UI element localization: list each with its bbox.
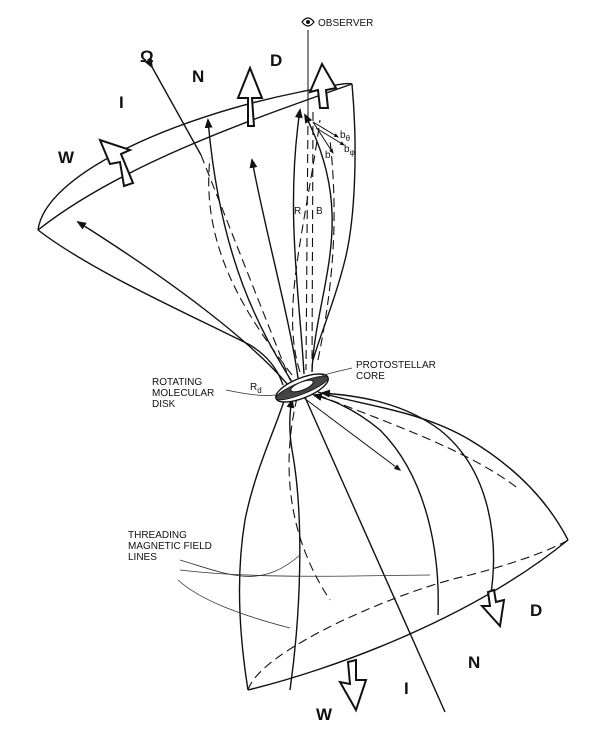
leader-lines [177, 367, 431, 629]
rotating-disk-label: ROTATING MOLECULAR DISK [152, 377, 217, 410]
disk-radius-label: Rd [250, 382, 262, 395]
wind-arrows-bottom [338, 588, 506, 713]
bottom-cone-rim-front [247, 539, 569, 691]
molecular-disk [275, 373, 329, 403]
wind-arrow-icon [479, 588, 506, 629]
rotation-axis [144, 58, 446, 713]
wind-top-letter-n: N [192, 67, 204, 86]
wind-bottom-letter-d: D [530, 601, 542, 620]
wind-arrow-icon [98, 138, 135, 188]
observer-sightline [301, 17, 315, 371]
top-cone-rim-front [37, 83, 353, 231]
wind-bottom-letter-w: W [316, 705, 333, 724]
field-vector-components [312, 121, 345, 154]
wind-top-letter-d: D [270, 51, 282, 70]
top-field-lines-hidden [208, 119, 335, 376]
b-field-label: B [316, 206, 323, 217]
axis-bottom-solid [303, 394, 446, 713]
b-theta-label: bθ [340, 130, 351, 143]
bottom-field-lines-hidden [288, 394, 521, 601]
b-phi-label: bφ [344, 144, 355, 157]
observer-label: OBSERVER [318, 18, 373, 29]
wind-arrow-icon [308, 61, 338, 109]
axis-top-solid [144, 58, 202, 156]
r-label: R [294, 206, 301, 217]
top-cone-rim-back [37, 82, 353, 231]
wind-arrows-top [98, 61, 338, 188]
bottom-cone [238, 391, 569, 691]
top-field-lines [76, 108, 333, 386]
omega-label: Ω [140, 47, 154, 66]
field-lines-label: THREADING MAGNETIC FIELD LINES [128, 530, 215, 563]
wind-bottom-letter-i: I [404, 679, 409, 698]
bottom-cone-rim-back [247, 539, 569, 691]
wind-top-letter-w: W [58, 148, 75, 167]
bottom-cone-right-edge [317, 391, 569, 541]
bottom-field-lines [286, 389, 495, 691]
bottom-cone-left-edge [238, 397, 286, 691]
eye-icon [301, 17, 315, 27]
wind-bottom-letter-n: N [468, 653, 480, 672]
wind-arrow-icon [338, 658, 368, 713]
wind-top-letter-i: I [119, 93, 124, 112]
wind-arrow-icon [236, 65, 264, 127]
b-label: b [325, 150, 331, 161]
protostellar-core-label: PROTOSTELLAR CORE [356, 360, 439, 382]
top-cone-left-edge [37, 229, 284, 386]
